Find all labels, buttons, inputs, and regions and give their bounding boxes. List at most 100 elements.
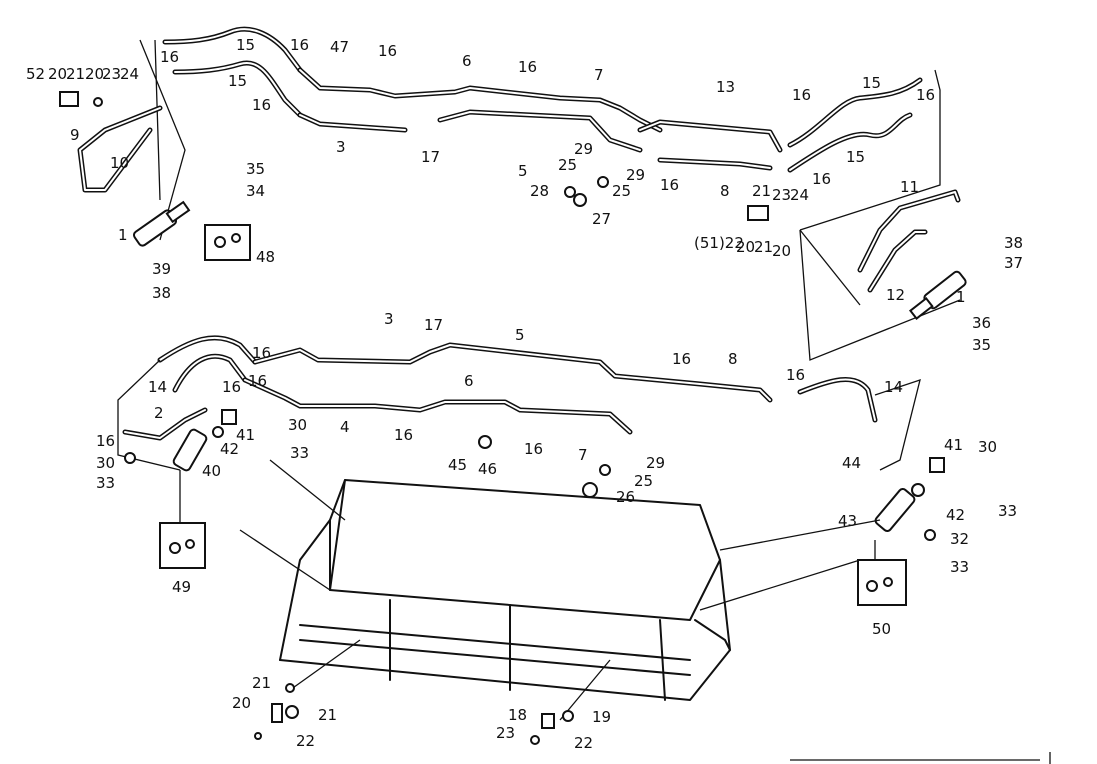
callout-23: 23 — [102, 65, 121, 83]
callout-48: 48 — [256, 248, 275, 266]
callout-32: 32 — [950, 530, 969, 548]
callout-29: 29 — [626, 166, 645, 184]
callout-6: 6 — [464, 372, 474, 390]
callout-42: 42 — [946, 506, 965, 524]
callout-45: 45 — [448, 456, 467, 474]
callout-43: 43 — [838, 512, 857, 530]
callout-36: 36 — [972, 314, 991, 332]
callout-17: 17 — [421, 148, 440, 166]
upper-hose-assembly — [59, 26, 967, 361]
callout-16: 16 — [290, 36, 309, 54]
callout-8: 8 — [728, 350, 738, 368]
callout-18: 18 — [508, 706, 527, 724]
callout-20: 20 — [232, 694, 251, 712]
callout-46: 46 — [478, 460, 497, 478]
callout-27: 27 — [592, 210, 611, 228]
callout-11: 11 — [900, 178, 919, 196]
callout-16: 16 — [792, 86, 811, 104]
callout-14: 14 — [148, 378, 167, 396]
callout-20: 20 — [772, 242, 791, 260]
callout-47: 47 — [330, 38, 349, 56]
callout-19: 19 — [592, 708, 611, 726]
callout-28: 28 — [530, 182, 549, 200]
callout-33: 33 — [96, 474, 115, 492]
callout-7: 7 — [578, 446, 588, 464]
callout-3: 3 — [336, 138, 346, 156]
callout-16: 16 — [524, 440, 543, 458]
callout-24: 24 — [790, 186, 809, 204]
callout-39: 39 — [152, 260, 171, 278]
callout-35: 35 — [972, 336, 991, 354]
callout-33: 33 — [290, 444, 309, 462]
callout-16: 16 — [252, 344, 271, 362]
callout-15: 15 — [228, 72, 247, 90]
callout-2: 2 — [154, 404, 164, 422]
callout-16: 16 — [812, 170, 831, 188]
callout-8: 8 — [720, 182, 730, 200]
callout-15: 15 — [846, 148, 865, 166]
callout-29: 29 — [574, 140, 593, 158]
callout-23: 23 — [496, 724, 515, 742]
callout-33: 33 — [998, 502, 1017, 520]
callout-40: 40 — [202, 462, 221, 480]
callout-15: 15 — [862, 74, 881, 92]
callout-21: 21 — [318, 706, 337, 724]
callout-25: 25 — [634, 472, 653, 490]
callout-25: 25 — [612, 182, 631, 200]
callout-16: 16 — [252, 96, 271, 114]
callout-1: 1 — [118, 226, 128, 244]
callout-41: 41 — [236, 426, 255, 444]
callout-10: 10 — [110, 154, 129, 172]
callout-15: 15 — [236, 36, 255, 54]
callout-16: 16 — [394, 426, 413, 444]
callout-22: 22 — [574, 734, 593, 752]
callout-7: 7 — [594, 66, 604, 84]
callout-38: 38 — [1004, 234, 1023, 252]
callout-1: 1 — [956, 288, 966, 306]
callout-50: 50 — [872, 620, 891, 638]
callout-35: 35 — [246, 160, 265, 178]
callout-37: 37 — [1004, 254, 1023, 272]
callout-16: 16 — [378, 42, 397, 60]
callout-20: 20 — [736, 238, 755, 256]
callout-34: 34 — [246, 182, 265, 200]
callout-33: 33 — [950, 558, 969, 576]
callout-30: 30 — [288, 416, 307, 434]
callout-52: 52 — [26, 65, 45, 83]
callout-5: 5 — [515, 326, 525, 344]
callout-labels: 52 20 21 20 23 24 9 10 16 15 16 15 16 47… — [26, 36, 1023, 752]
callout-16: 16 — [786, 366, 805, 384]
callout-25: 25 — [558, 156, 577, 174]
callout-14: 14 — [884, 378, 903, 396]
callout-16: 16 — [222, 378, 241, 396]
callout-21: 21 — [754, 238, 773, 256]
callout-24: 24 — [120, 65, 139, 83]
callout-30: 30 — [978, 438, 997, 456]
callout-42: 42 — [220, 440, 239, 458]
callout-30: 30 — [96, 454, 115, 472]
callout-16: 16 — [518, 58, 537, 76]
callout-16: 16 — [160, 48, 179, 66]
callout-3: 3 — [384, 310, 394, 328]
callout-5: 5 — [518, 162, 528, 180]
callout-41: 41 — [944, 436, 963, 454]
callout-16: 16 — [672, 350, 691, 368]
callout-4: 4 — [340, 418, 350, 436]
callout-44: 44 — [842, 454, 861, 472]
callout-22: 22 — [296, 732, 315, 750]
callout-13: 13 — [716, 78, 735, 96]
callout-20: 20 — [48, 65, 67, 83]
callout-23: 23 — [772, 186, 791, 204]
callout-16: 16 — [248, 372, 267, 390]
lower-hose-assembly — [117, 335, 945, 606]
callout-6: 6 — [462, 52, 472, 70]
callout-21: 21 — [66, 65, 85, 83]
callout-29: 29 — [646, 454, 665, 472]
callout-16: 16 — [916, 86, 935, 104]
callout-17: 17 — [424, 316, 443, 334]
callout-26: 26 — [616, 488, 635, 506]
callout-16: 16 — [96, 432, 115, 450]
front-frame — [239, 459, 1051, 764]
callout-21: 21 — [752, 182, 771, 200]
